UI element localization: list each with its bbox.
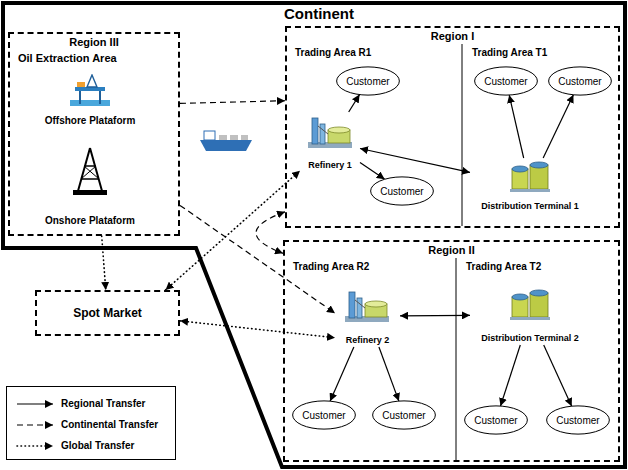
transfer-arrow xyxy=(166,171,301,290)
node-label: Distribution Terminal 2 xyxy=(481,333,578,343)
node-label: Trading Area T1 xyxy=(464,44,618,58)
terminal-node: Distribution Terminal 1 xyxy=(470,158,590,213)
node-label: Customer xyxy=(474,415,517,426)
refinery-node: Refinery 2 xyxy=(335,285,400,347)
node-label: Spot Market xyxy=(73,306,142,320)
legend-label: Regional Transfer xyxy=(61,398,145,409)
customer-ellipse: Customer xyxy=(292,400,356,430)
node-label: Refinery 1 xyxy=(308,160,352,170)
legend-line xyxy=(17,424,53,425)
refinery-node: Refinery 1 xyxy=(300,112,360,172)
transfer-arrow xyxy=(400,315,470,317)
legend-row: Continental Transfer xyxy=(15,414,175,435)
customer-ellipse: Customer xyxy=(464,405,528,435)
node-label: Customer xyxy=(484,76,527,87)
customer-ellipse: Customer xyxy=(546,405,610,435)
node-subtitle: Oil Extraction Area xyxy=(10,48,178,64)
area-divider xyxy=(456,258,457,460)
legend-row: Global Transfer xyxy=(15,435,175,456)
node-label: Region II xyxy=(285,242,618,256)
node-label: Region III xyxy=(10,34,178,48)
offshore-platform-icon xyxy=(70,75,110,106)
customer-ellipse-line xyxy=(293,401,356,429)
transfer-arrow xyxy=(501,345,521,406)
legend-box: Regional TransferContinental TransferGlo… xyxy=(6,386,176,460)
customer-ellipse: Customer xyxy=(548,66,612,96)
node-label: Customer xyxy=(382,410,425,421)
continent-border-line xyxy=(3,3,625,467)
platform-node: Offshore Plataform xyxy=(30,72,150,128)
transfer-arrow xyxy=(360,162,385,179)
legend-row: Regional Transfer xyxy=(15,393,175,414)
transfer-arrow xyxy=(379,347,399,401)
node-label: Trading Area R2 xyxy=(285,258,454,272)
trading-area: Trading Area T2 Distribution Terminal 2 Cu… xyxy=(458,258,618,460)
onshore-platform-icon xyxy=(73,148,107,195)
node-label: Refinery 2 xyxy=(346,335,390,345)
transfer-arrow xyxy=(180,321,335,338)
node-label: Onshore Plataform xyxy=(45,215,135,226)
legend-label: Continental Transfer xyxy=(61,419,158,430)
trading-area: Trading Area R2 Refinery 2 Customer Custome… xyxy=(285,258,454,460)
region-box: Region II Trading Area R2 Refinery 2 Custom… xyxy=(283,240,620,462)
region-box: Region IIIOil Extraction AreaOffshore Pl… xyxy=(8,32,180,236)
node-label: Customer xyxy=(302,410,345,421)
transfer-arrow xyxy=(543,95,573,158)
legend-sample xyxy=(15,441,55,451)
customer-ellipse-line xyxy=(373,401,436,429)
node-label: Trading Area T2 xyxy=(458,258,618,272)
node-label: Continent xyxy=(0,0,628,22)
customer-ellipse-line xyxy=(465,406,528,434)
node-label: Customer xyxy=(380,186,423,197)
legend-line xyxy=(17,445,53,447)
customer-ellipse-line xyxy=(549,67,612,95)
trading-area: Trading Area R1CustomerRefinery 1Custome… xyxy=(287,44,460,226)
transfer-arrow xyxy=(349,95,360,112)
legend-sample xyxy=(15,399,55,409)
transfer-arrow xyxy=(180,205,335,313)
region-box: Region ITrading Area R1CustomerRefinery … xyxy=(285,26,620,228)
legend-sample xyxy=(15,420,55,430)
customer-ellipse-line xyxy=(547,406,610,434)
trading-area: Trading Area T1 Customer CustomerDistribut… xyxy=(464,44,618,226)
customer-ellipse: Customer xyxy=(372,400,436,430)
terminal-icon xyxy=(510,162,550,192)
node-label: Customer xyxy=(346,76,389,87)
terminal-node: Distribution Terminal 2 xyxy=(470,285,590,345)
transfer-arrow xyxy=(544,345,572,406)
customer-ellipse-line xyxy=(337,67,400,95)
node-label: Region I xyxy=(287,28,618,42)
transfer-arrow xyxy=(509,95,523,158)
node-label: Trading Area R1 xyxy=(287,44,460,58)
customer-ellipse: Customer xyxy=(336,66,400,96)
customer-ellipse-line xyxy=(475,67,538,95)
legend-line xyxy=(17,403,53,404)
transfer-arrow xyxy=(180,101,285,104)
node-label: Offshore Plataform xyxy=(45,115,136,126)
refinery-icon xyxy=(345,292,389,322)
area-divider xyxy=(462,44,463,226)
spot-market-box: Spot Market xyxy=(35,290,180,336)
transfer-arrow xyxy=(102,236,106,290)
transfer-arrow xyxy=(330,347,354,401)
transfer-arrow xyxy=(256,212,285,253)
legend-label: Global Transfer xyxy=(61,440,134,451)
ship-icon xyxy=(200,131,252,151)
node-label: Customer xyxy=(558,76,601,87)
customer-ellipse: Customer xyxy=(474,66,538,96)
terminal-icon xyxy=(510,290,550,320)
transfer-arrow xyxy=(360,149,470,173)
node-label: Distribution Terminal 1 xyxy=(481,201,578,211)
node-label: Customer xyxy=(556,415,599,426)
refinery-icon xyxy=(308,118,352,148)
platform-node: Onshore Plataform xyxy=(30,140,150,228)
customer-ellipse: Customer xyxy=(370,176,434,206)
customer-ellipse-line xyxy=(371,177,434,205)
